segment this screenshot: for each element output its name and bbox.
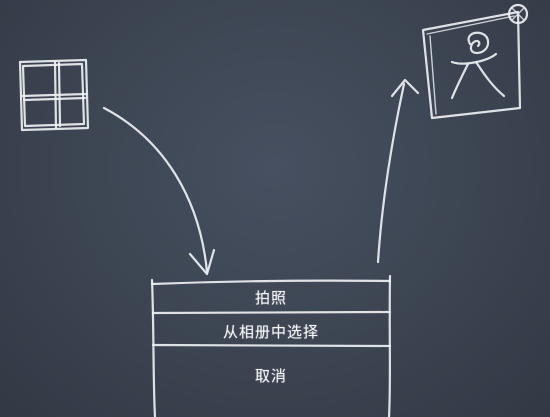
- cancel-option[interactable]: 取消: [254, 367, 287, 385]
- action-sheet: [150, 274, 392, 417]
- arrow-to-sheet: [102, 106, 216, 276]
- arrow-to-photo: [376, 78, 420, 264]
- close-icon[interactable]: [507, 3, 529, 25]
- photo-avatar-icon[interactable]: [421, 10, 522, 120]
- image-grid-icon[interactable]: [18, 58, 90, 132]
- take-photo-option[interactable]: 拍照: [254, 289, 287, 307]
- choose-from-album-option[interactable]: 从相册中选择: [222, 323, 319, 341]
